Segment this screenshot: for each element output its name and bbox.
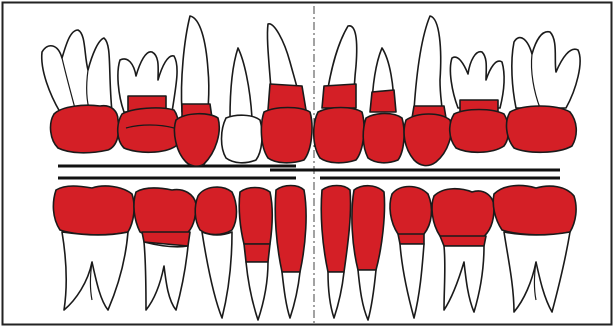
tooth-upper-left-molar-1 — [450, 52, 509, 153]
tooth-upper-right-molar-3 — [42, 30, 119, 153]
tooth-upper-right-molar-2 — [118, 52, 179, 152]
